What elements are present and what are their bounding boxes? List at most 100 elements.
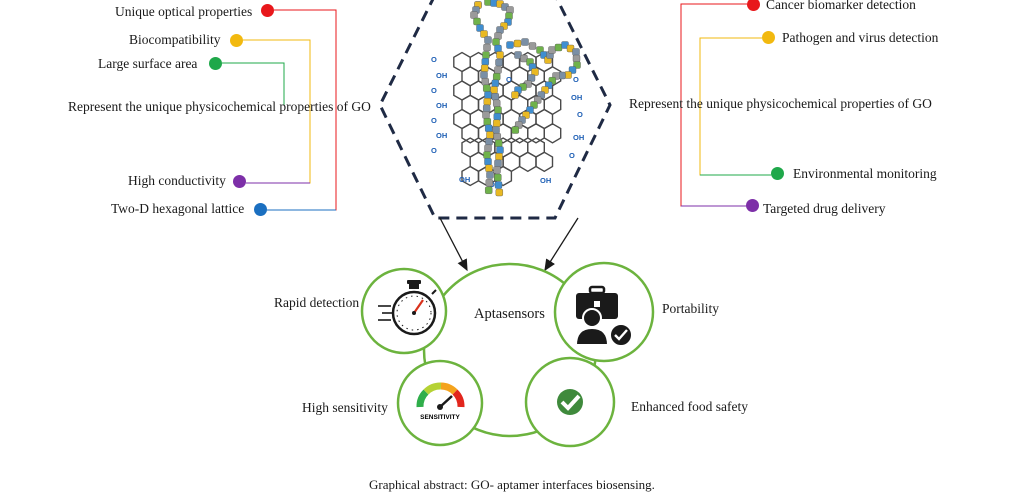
right-label-pathogen: Pathogen and virus detection [782, 30, 939, 45]
nucleotide [485, 164, 493, 173]
lattice-ring [543, 122, 562, 144]
nucleotide [484, 36, 492, 44]
functional-group-label: OH [571, 93, 582, 102]
nucleotide [485, 137, 493, 146]
nucleotide [511, 91, 519, 99]
functional-group-label: O [431, 146, 437, 155]
nucleotide [486, 171, 494, 179]
nucleotide [494, 173, 502, 182]
nucleotide [482, 51, 490, 59]
functional-group-label: O [569, 151, 575, 160]
nucleotide [506, 41, 514, 49]
nucleotide [486, 131, 494, 139]
arrow-left [439, 217, 468, 272]
functional-group-label: OH [489, 180, 500, 189]
gauge-text: SENSITIVITY [420, 414, 460, 421]
left-connector [222, 62, 285, 105]
nucleotide [496, 146, 504, 154]
portability-label: Portability [662, 301, 719, 316]
functional-group-label: OH [436, 71, 447, 80]
sensitivity-gauge-icon: SENSITIVITY [416, 382, 465, 421]
right-label-cancer: Cancer biomarker detection [766, 0, 916, 12]
aptasensor-center-label: Aptasensors [474, 306, 545, 322]
nucleotide [470, 11, 478, 19]
left-dot-optical [261, 4, 274, 17]
nucleotide [554, 43, 563, 52]
nucleotide [521, 38, 529, 46]
functional-group-label: O [577, 110, 583, 119]
nucleotide [495, 188, 503, 197]
right-connector-lines [680, 3, 771, 207]
aptamer-strand [470, 0, 581, 197]
right-dot-drug-delivery [746, 199, 759, 212]
nucleotide [476, 24, 484, 32]
nucleotide [481, 64, 489, 73]
functional-group-label: O [573, 75, 579, 84]
nucleotide [485, 186, 493, 195]
lattice-ring [535, 151, 554, 173]
right-dot-pathogen [762, 31, 775, 44]
right-label-drug-delivery: Targeted drug delivery [763, 201, 886, 216]
nucleotide [493, 72, 501, 81]
nucleotide [485, 124, 493, 133]
stopwatch-icon [378, 280, 437, 336]
go-hexagon-frame [378, 0, 612, 220]
left-label-conductivity: High conductivity [128, 173, 226, 188]
functional-group-label: OH [573, 133, 584, 142]
left-connector-lines [222, 9, 337, 211]
left-dot-hexagonal-lattice [254, 203, 267, 216]
left-label-biocompatibility: Biocompatibility [129, 32, 221, 47]
left-caption: Represent the unique physicochemical pro… [68, 99, 371, 114]
left-dot-surface-area [209, 57, 222, 70]
rapid-detection-label: Rapid detection [274, 295, 360, 310]
aptasensor-cluster [360, 261, 655, 448]
nucleotide [494, 159, 502, 168]
nucleotide [481, 58, 489, 66]
nucleotide [493, 166, 501, 174]
nucleotide [484, 157, 492, 166]
right-dot-environment [771, 167, 784, 180]
functional-group-label: O [431, 86, 437, 95]
food-safety-label: Enhanced food safety [631, 399, 748, 414]
figure-caption: Graphical abstract: GO- aptamer interfac… [369, 477, 655, 492]
right-caption: Represent the unique physicochemical pro… [629, 96, 932, 111]
lattice-ring [461, 122, 480, 144]
nucleotide [483, 84, 491, 93]
nucleotide [482, 111, 490, 119]
nucleotide [528, 42, 537, 50]
left-label-surface-area: Large surface area [98, 56, 198, 71]
functional-group-label: O [431, 55, 437, 64]
nucleotide [494, 181, 503, 189]
nucleotide [483, 97, 491, 106]
nucleotide [494, 106, 502, 114]
functional-group-label: OH [459, 175, 470, 184]
nucleotide [492, 38, 500, 46]
lattice-ring [527, 122, 545, 144]
nucleotide [496, 51, 504, 59]
nucleotide [484, 144, 492, 153]
nucleotide [481, 77, 489, 86]
nucleotide [572, 54, 581, 63]
nucleotide [495, 139, 503, 148]
functional-group-label: O [506, 75, 512, 84]
nucleotide [480, 30, 488, 38]
functional-group-label: O [431, 116, 437, 125]
nucleotide [494, 66, 502, 74]
nucleotide [491, 92, 499, 101]
arrow-right [544, 217, 579, 272]
functional-group-label: OH [436, 131, 447, 140]
nucleotide [513, 39, 522, 48]
nucleotide [495, 58, 503, 67]
nucleotide [483, 117, 491, 126]
high-sensitivity-circle [396, 359, 484, 447]
nucleotide [483, 151, 491, 159]
nucleotide [494, 44, 502, 53]
nucleotide [495, 152, 503, 161]
functional-group-label: OH [436, 101, 447, 110]
lattice-ring [518, 151, 537, 173]
nucleotide [483, 43, 491, 52]
left-dot-biocompatibility [230, 34, 243, 47]
left-label-hexagonal-lattice: Two-D hexagonal lattice [111, 201, 245, 216]
right-label-environment: Environmental monitoring [793, 166, 937, 181]
